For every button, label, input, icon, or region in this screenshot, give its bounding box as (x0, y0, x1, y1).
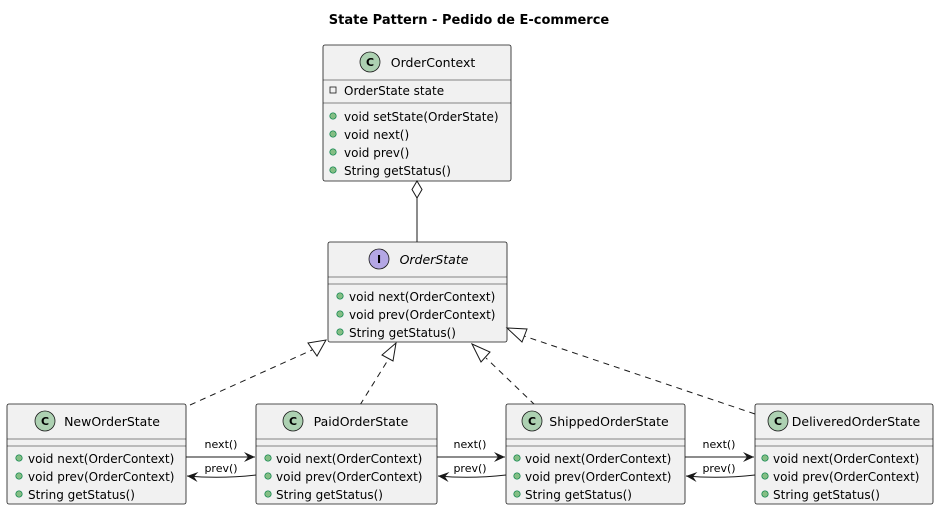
method-get-status: String getStatus() (773, 488, 880, 502)
method-next: void next(OrderContext) (773, 452, 919, 466)
class-badge-letter: C (528, 415, 536, 428)
class-name: OrderContext (391, 55, 476, 70)
class-badge-icon (521, 410, 543, 432)
public-method-icon (761, 472, 769, 480)
aggregation-edge (411, 180, 423, 242)
realization-triangle-icon (381, 341, 397, 362)
method-get-status: String getStatus() (344, 164, 451, 178)
method-set-state: void setState(OrderState) (344, 110, 499, 124)
method-get-status: String getStatus() (525, 488, 632, 502)
method-get-status: String getStatus() (276, 488, 383, 502)
private-field-icon (329, 86, 337, 94)
class-badge-letter: C (289, 415, 297, 428)
class-badge-letter: C (366, 56, 374, 69)
method-prev: void prev(OrderContext) (525, 470, 671, 484)
class-badge-icon (359, 51, 381, 73)
public-method-icon (513, 472, 521, 480)
public-method-icon (513, 490, 521, 498)
aggregation-diamond-icon (411, 180, 423, 199)
method-next: void next(OrderContext) (276, 452, 422, 466)
edge-label-next: next() (454, 438, 487, 451)
class-new-order-state[interactable]: C NewOrderState void next(OrderContext) … (6, 403, 187, 505)
class-name: PaidOrderState (314, 414, 409, 429)
public-method-icon (513, 454, 521, 462)
interface-badge-letter: I (377, 253, 381, 266)
public-method-icon (761, 454, 769, 462)
realization-edges (189, 327, 756, 415)
method-next: void next(OrderContext) (349, 290, 495, 304)
realization-triangle-icon (470, 342, 491, 363)
class-name: ShippedOrderState (549, 414, 669, 429)
public-method-icon (264, 454, 272, 462)
method-next: void next(OrderContext) (28, 452, 174, 466)
class-badge-letter: C (774, 415, 782, 428)
class-badge-icon (282, 410, 304, 432)
public-method-icon (336, 328, 344, 336)
class-order-context[interactable]: C OrderContext OrderState state void set… (322, 44, 512, 182)
method-next: void next() (344, 128, 409, 142)
class-name: DeliveredOrderState (792, 414, 921, 429)
class-name: NewOrderState (64, 414, 160, 429)
public-method-icon (264, 490, 272, 498)
public-method-icon (15, 472, 23, 480)
interface-order-state[interactable]: I OrderState void next(OrderContext) voi… (327, 241, 508, 343)
public-method-icon (336, 292, 344, 300)
public-method-icon (329, 112, 337, 120)
realization-triangle-icon (307, 339, 327, 357)
method-get-status: String getStatus() (28, 488, 135, 502)
class-badge-icon (34, 410, 56, 432)
interface-badge-icon (368, 248, 390, 270)
method-prev: void prev(OrderContext) (276, 470, 422, 484)
realization-triangle-icon (505, 327, 528, 343)
class-delivered-order-state[interactable]: C DeliveredOrderState void next(OrderCon… (754, 403, 934, 505)
method-prev: void prev() (344, 146, 409, 160)
public-method-icon (15, 454, 23, 462)
edge-label-prev: prev() (204, 462, 237, 475)
public-method-icon (761, 490, 769, 498)
method-get-status: String getStatus() (349, 326, 456, 340)
public-method-icon (329, 130, 337, 138)
public-method-icon (264, 472, 272, 480)
public-method-icon (329, 148, 337, 156)
class-badge-letter: C (41, 415, 49, 428)
class-paid-order-state[interactable]: C PaidOrderState void next(OrderContext)… (255, 403, 438, 505)
edge-label-next: next() (703, 438, 736, 451)
class-badge-icon (767, 410, 789, 432)
field-state: OrderState state (344, 84, 444, 98)
method-prev: void prev(OrderContext) (773, 470, 919, 484)
edge-label-prev: prev() (453, 462, 486, 475)
public-method-icon (336, 310, 344, 318)
interface-name: OrderState (400, 252, 469, 267)
edge-label-prev: prev() (702, 462, 735, 475)
edge-label-next: next() (205, 438, 238, 451)
method-prev: void prev(OrderContext) (349, 308, 495, 322)
class-shipped-order-state[interactable]: C ShippedOrderState void next(OrderConte… (505, 403, 686, 505)
transition-edges: next() prev() next() prev() next() prev(… (186, 438, 756, 482)
method-prev: void prev(OrderContext) (28, 470, 174, 484)
method-next: void next(OrderContext) (525, 452, 671, 466)
public-method-icon (15, 490, 23, 498)
diagram-title: State Pattern - Pedido de E-commerce (329, 13, 610, 28)
public-method-icon (329, 166, 337, 174)
